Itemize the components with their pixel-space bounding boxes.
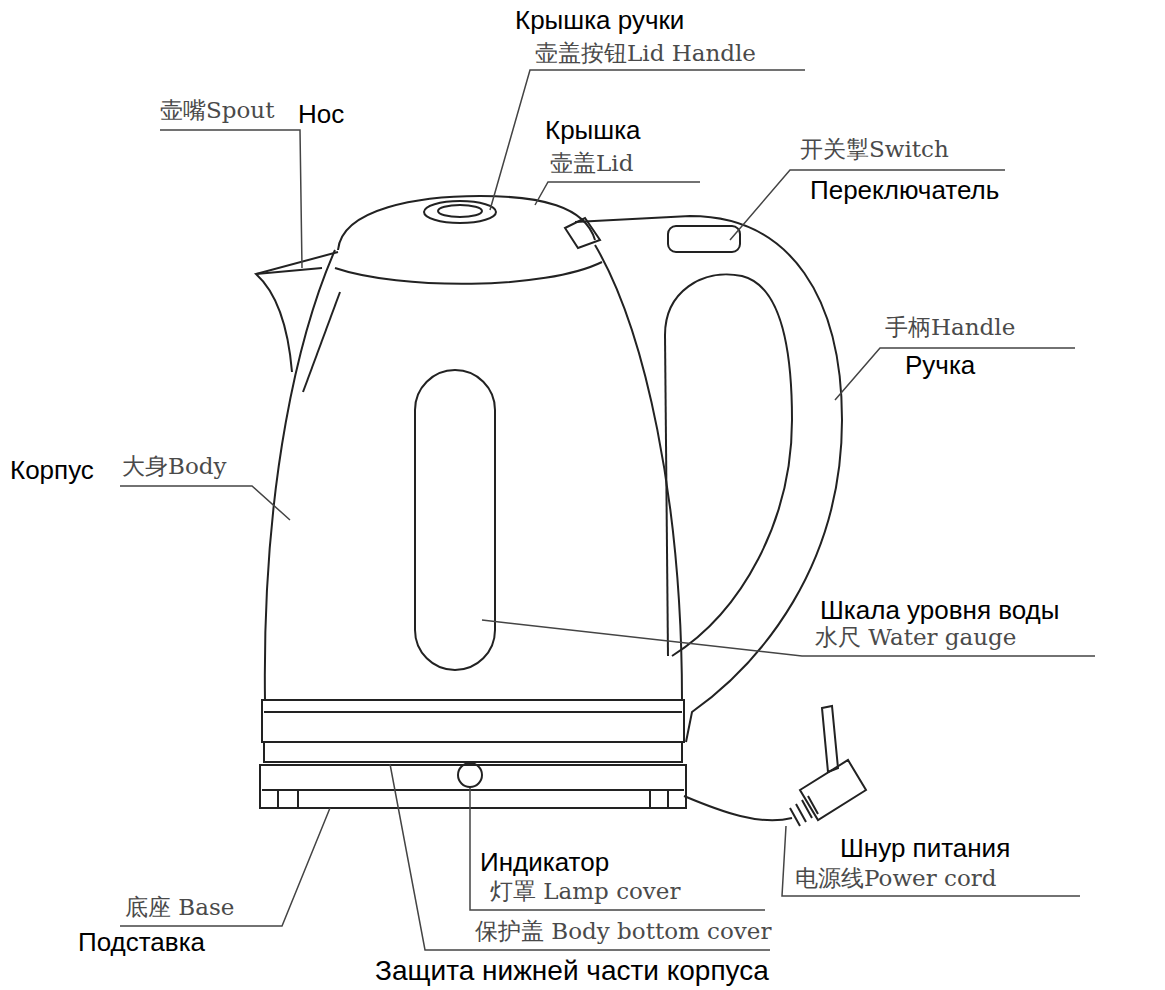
part-label-original: 灯罩 Lamp cover [490,878,680,904]
leader-line [730,170,1005,240]
bottom-cover [264,742,682,762]
water-window [415,370,495,670]
part-label: Переключатель [810,176,999,206]
part-label-original: 开关掣Switch [800,136,949,162]
kettle-body [265,245,682,700]
leader-line [490,70,805,210]
base [260,765,686,808]
spout [256,252,338,372]
handle-inner-edge [665,335,668,656]
lid-hinge [565,218,600,248]
part-label: Шкала уровня воды [820,596,1059,626]
lid-knob-inner [438,205,482,217]
part-label: Защита нижней части корпуса [375,955,769,987]
lid-knob [424,201,496,223]
power-cord [684,796,792,820]
plug-prong [822,706,838,772]
spout-lip [256,268,322,274]
leader-line [835,348,1075,400]
part-label: Индикатор [480,848,609,878]
spout-edge [303,292,340,392]
leader-line [120,486,290,520]
part-label-original: 电源线Power cord [795,865,996,891]
bottom-band [262,700,684,742]
part-label-original: 壶盖按钮Lid Handle [535,40,756,66]
part-label: Крышка [545,116,641,146]
leader-line [782,826,1080,896]
part-label-original: 壶盖Lid [550,150,633,176]
switch [668,226,740,252]
leader-line [535,182,700,205]
part-label-original: 保护盖 Body bottom cover [475,918,771,944]
leader-line [160,130,302,268]
part-label: Нос [298,100,344,130]
indicator-lamp [458,763,482,787]
bottom-band-line [264,711,682,713]
part-label-original: 大身Body [122,453,226,479]
handle-inner [665,274,792,656]
part-label: Крышка ручки [515,6,684,36]
leader-lines [120,70,1095,950]
handle-outer [575,216,842,742]
part-label-original: 底座 Base [125,894,234,920]
base-line [262,789,684,791]
kettle-lid [338,196,595,250]
leader-line [470,788,765,910]
cord-relief [790,796,818,826]
part-label: Подставка [78,928,205,958]
part-label-original: 壶嘴Spout [160,97,274,123]
part-label-original: 水尺 Water gauge [815,624,1016,650]
lid-rim [335,262,602,284]
part-label-original: 手柄Handle [885,314,1015,340]
leader-line [120,808,330,926]
base-feet [278,790,668,808]
leader-line [482,620,1095,656]
part-label: Ручка [905,351,975,381]
part-label: Корпус [10,456,94,486]
part-label: Шнур питания [840,834,1010,864]
